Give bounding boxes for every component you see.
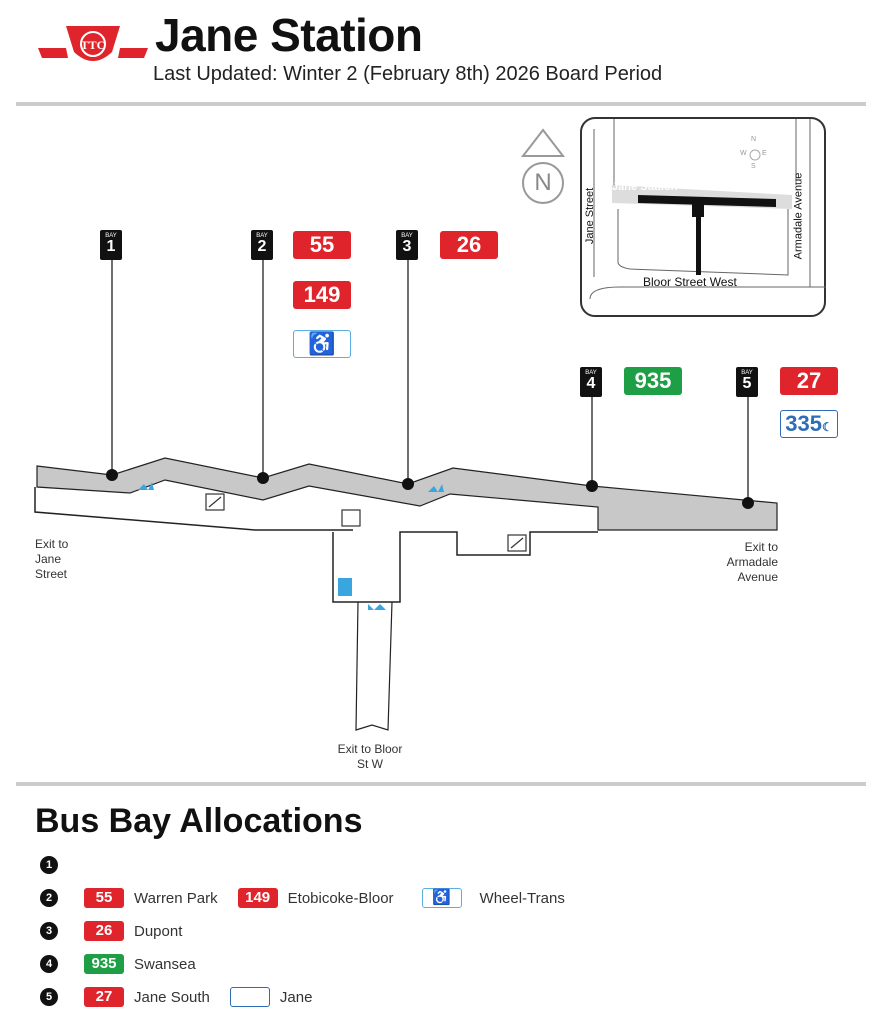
exit-jane-label: Exit to Jane Street: [35, 537, 69, 581]
route-55-badge: 55: [293, 231, 351, 259]
wheelchair-icon: ♿: [308, 331, 336, 356]
north-arrow-icon: [520, 128, 566, 204]
route-badge: 935: [84, 954, 124, 974]
legend-row-bay-4: 4 935 Swansea: [40, 953, 196, 975]
inset-compass-w: W: [740, 150, 747, 157]
ttc-logo: TTC: [38, 26, 148, 61]
route-935-badge: 935: [624, 367, 682, 395]
wheel-trans-badge: ♿: [293, 330, 351, 358]
legend-row-bay-5: 5 27 Jane South 335☾ Jane: [40, 986, 312, 1008]
inset-bloor-street: Bloor Street West: [643, 275, 737, 289]
bay-number: 4: [40, 955, 58, 973]
inset-compass-s: S: [751, 163, 756, 170]
route-name: Jane: [279, 988, 313, 1006]
route-149-badge: 149: [293, 281, 351, 309]
moon-icon: ☾: [258, 993, 267, 1003]
door-icon: [138, 482, 444, 610]
route-335-night-badge: 335☾: [780, 410, 838, 438]
elevator-icon: [338, 578, 352, 596]
inset-compass-e: E: [762, 150, 767, 157]
exit-bloor-label: Exit to Bloor St W: [337, 742, 403, 771]
station-diagram: [34, 258, 778, 731]
route-name: Warren Park: [134, 889, 218, 907]
bay-number: 5: [40, 988, 58, 1006]
inset-armadale-avenue: Armadale Avenue: [792, 172, 805, 260]
route-name: Jane South: [134, 988, 210, 1006]
legend-title: Bus Bay Allocations: [35, 802, 363, 840]
route-badge-night: 335☾: [229, 987, 270, 1007]
north-label: N: [534, 169, 552, 196]
legend-row-bay-1: 1: [40, 854, 74, 876]
legend-row-bay-3: 3 26 Dupont: [40, 920, 182, 942]
route-name: Etobicoke-Bloor: [287, 889, 394, 907]
legend-row-bay-2: 2 55 Warren Park 149 Etobicoke-Bloor ♿ Whee…: [40, 887, 565, 909]
inset-map: [580, 117, 826, 317]
wheelchair-icon: ♿: [421, 888, 462, 908]
route-name: Swansea: [134, 955, 196, 973]
inset-compass-n: N: [751, 136, 757, 143]
bay-number: 3: [40, 922, 58, 940]
route-27-badge: 27: [780, 367, 838, 395]
route-26-badge: 26: [440, 231, 498, 259]
last-updated: Last Updated: Winter 2 (February 8th) 20…: [153, 63, 663, 85]
route-badge: 27: [84, 987, 124, 1007]
inset-jane-street: Jane Street: [584, 187, 597, 245]
route-name: Dupont: [134, 922, 183, 940]
route-badge: 149: [237, 888, 278, 908]
page-title: Jane Station: [155, 9, 423, 61]
bus-platform: [36, 457, 778, 531]
exit-armadale-label: Exit to Armadale Avenue: [726, 540, 778, 584]
divider: [16, 102, 866, 106]
route-badge: 26: [84, 921, 124, 941]
svg-text:TTC: TTC: [81, 38, 106, 52]
divider: [16, 782, 866, 786]
bay-number: 2: [40, 889, 58, 907]
moon-icon: ☾: [821, 420, 833, 434]
inset-station-label: Jane Station: [612, 181, 678, 193]
route-badge: 55: [84, 888, 124, 908]
route-name: Wheel-Trans: [479, 889, 565, 907]
bay-number: 1: [40, 856, 58, 874]
